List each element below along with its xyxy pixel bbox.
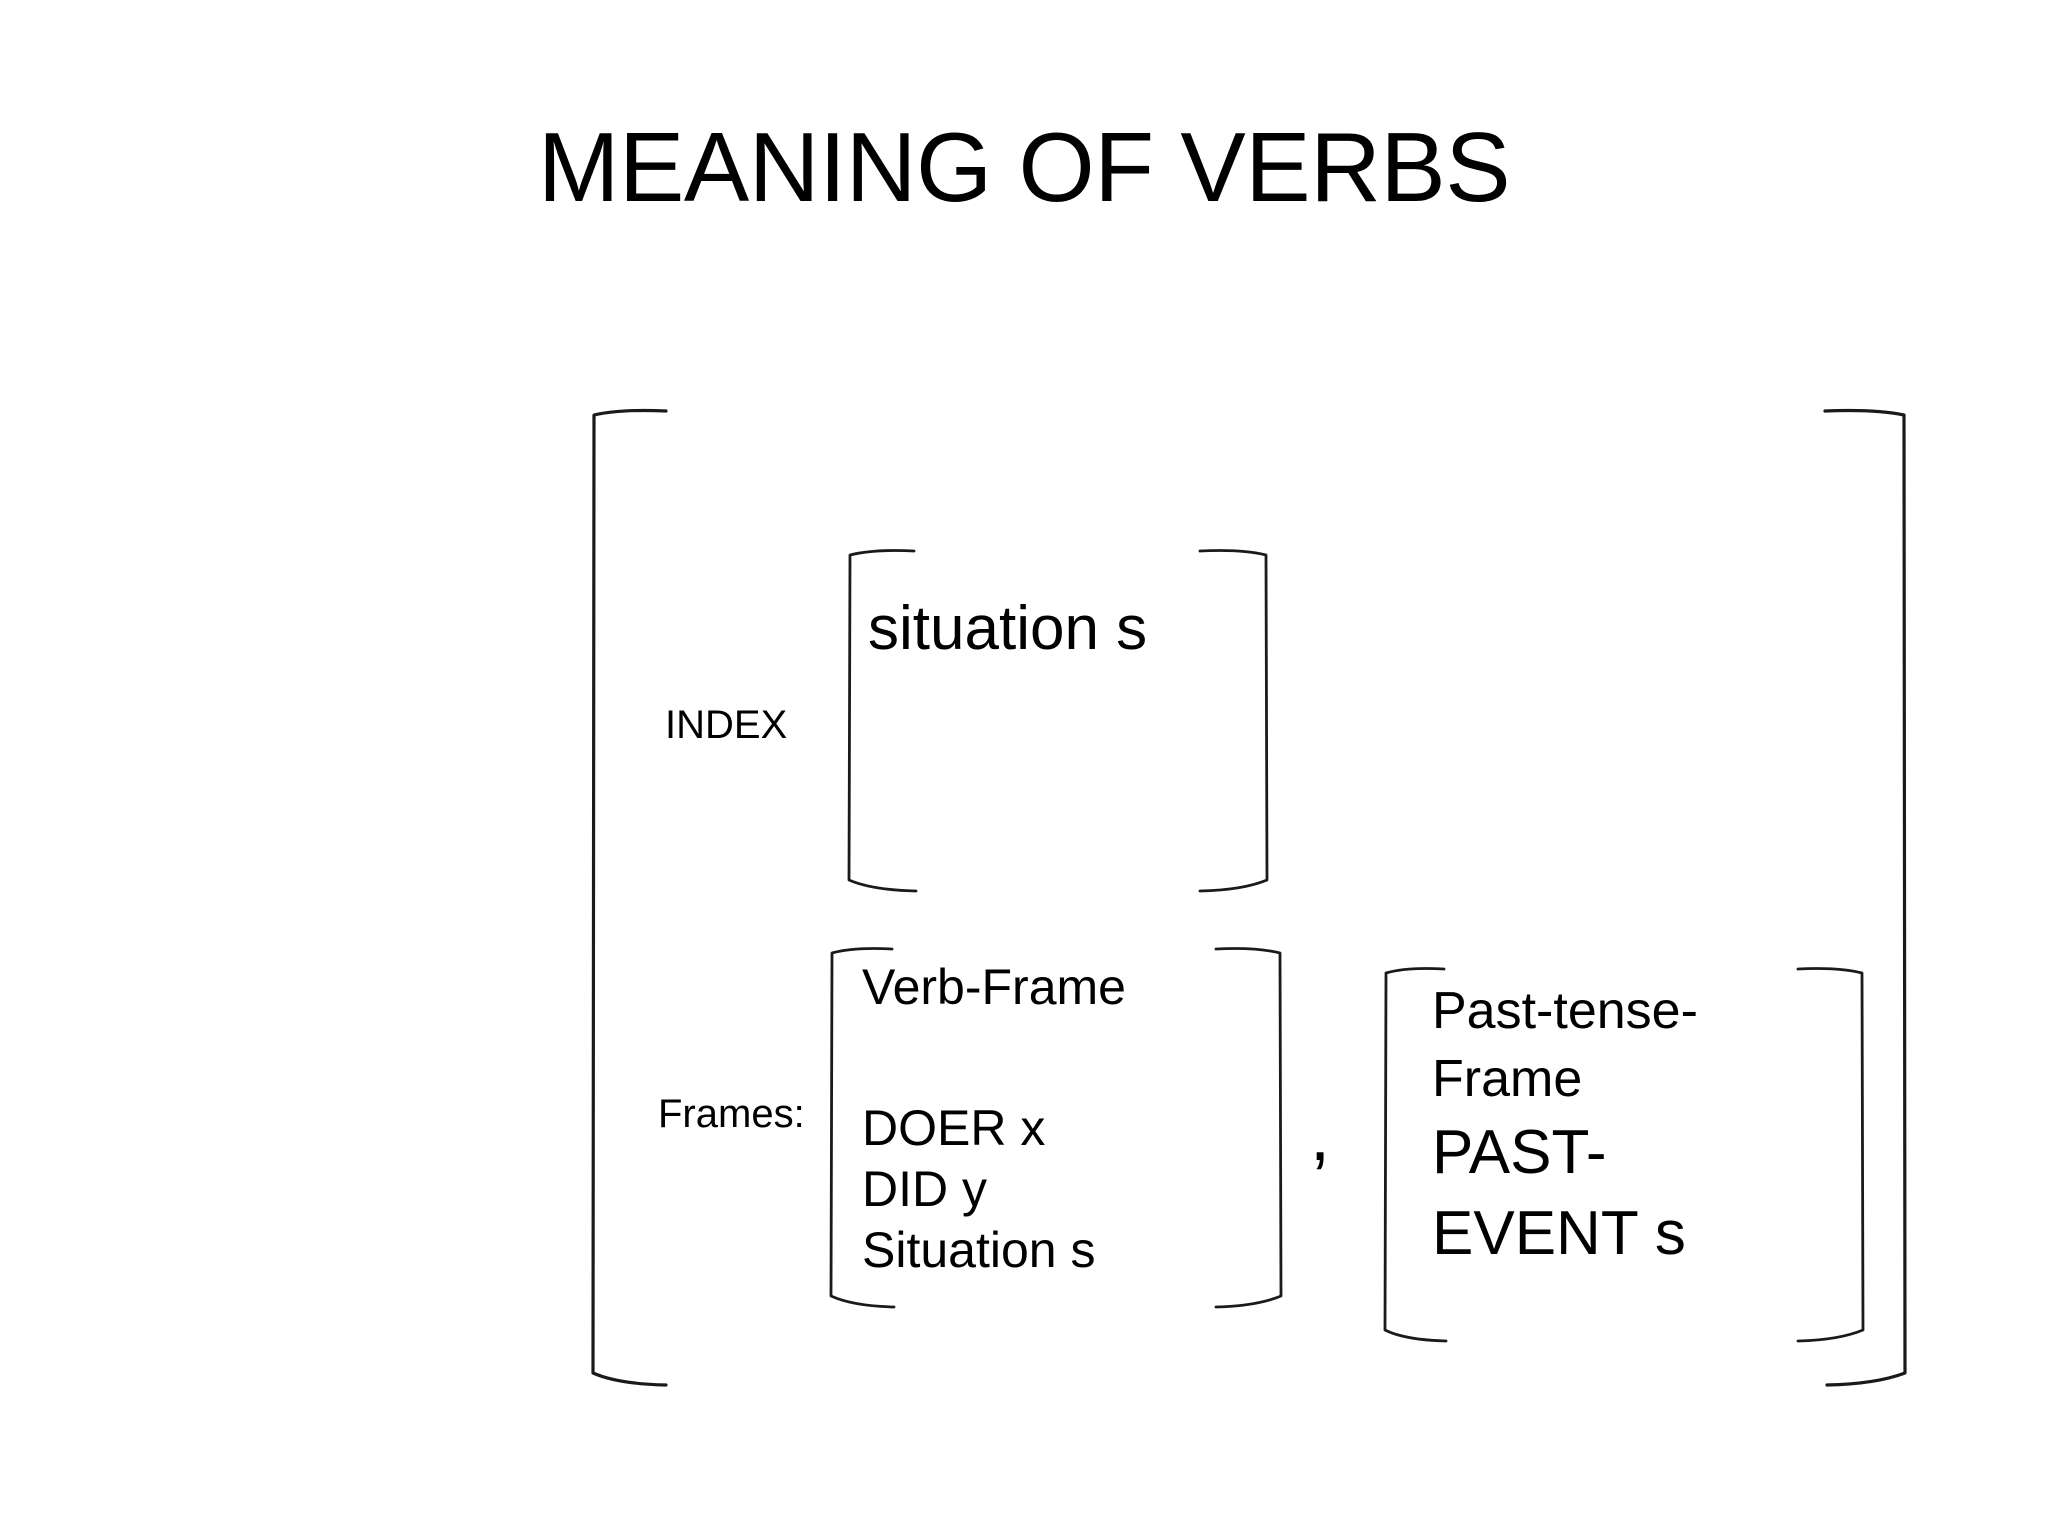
page-title: MEANING OF VERBS (537, 112, 1511, 222)
feature-situation: Situation s (862, 1222, 1096, 1278)
attribute-label-index: INDEX (665, 703, 788, 747)
past-event-line-2: EVENT s (1432, 1198, 1686, 1268)
feature-doer: DOER x (862, 1100, 1046, 1156)
frame-list-separator-comma: , (1310, 1096, 1331, 1176)
index-value-situation: situation s (868, 594, 1148, 663)
past-tense-frame-content: Past-tense- Frame PAST- EVENT s (1432, 978, 1852, 1274)
past-event-line-1: PAST- (1432, 1118, 1607, 1188)
verb-frame-header: Verb-Frame (862, 959, 1126, 1015)
feature-did: DID y (862, 1161, 987, 1217)
past-tense-header-line-2: Frame (1432, 1049, 1583, 1108)
attribute-label-frames: Frames: (658, 1092, 805, 1136)
verb-frame-feature-list: DOER x DID y Situation s (862, 1098, 1095, 1281)
past-tense-header-line-1: Past-tense- (1432, 982, 1698, 1040)
